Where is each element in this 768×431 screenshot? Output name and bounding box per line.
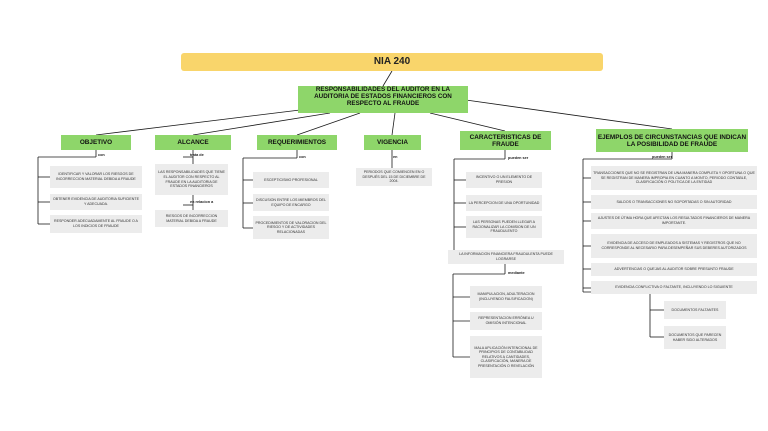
info-financiera-box: LA INFORMACION FINANCIERA FRAUDULENTA PU… xyxy=(448,250,564,264)
category-caracteristicas: CARACTERISTICAS DE FRAUDE xyxy=(460,131,551,150)
map-title: NIA 240 xyxy=(181,53,603,71)
requerimientos-item: ESCEPTICISMO PROFESIONAL xyxy=(253,172,329,188)
connector-label-mediante: mediante xyxy=(508,271,525,275)
caracteristicas-item: INCENTIVO O UN ELEMENTO DE PRESION xyxy=(466,172,542,188)
map-subtitle: RESPONSABILIDADES DEL AUDITOR EN LA AUDI… xyxy=(298,86,468,113)
evidencia-item: DOCUMENTOS QUE PARECEN HABER SIDO ALTERA… xyxy=(664,326,726,349)
connector-label-con: con xyxy=(299,155,306,159)
ejemplos-item: TRANSACCIONES QUE NO SE REGISTRAN DE UNA… xyxy=(591,166,757,190)
mediante-item: MALA APLICACIÓN INTENCIONAL DE PRINCIPIO… xyxy=(470,336,542,378)
connector-label-pueden-ser: pueden ser xyxy=(652,155,673,159)
category-alcance: ALCANCE xyxy=(155,135,231,150)
ejemplos-item: SALDOS O TRANSACCIONES NO SOPORTADAS O S… xyxy=(591,195,757,209)
connector-label-en-relacion-a: en relacion a xyxy=(190,200,214,204)
objetivo-item: OBTENER EVIDENCIA DE AUDITORIA SUFICIENT… xyxy=(50,194,142,210)
requerimientos-item: PROCEDIMIENTOS DE VALORACION DEL RIESGO … xyxy=(253,216,329,239)
evidencia-item: DOCUMENTOS FALTANTES xyxy=(664,301,726,319)
category-objetivo: OBJETIVO xyxy=(61,135,131,150)
category-ejemplos: EJEMPLOS DE CIRCUNSTANCIAS QUE INDICAN L… xyxy=(596,129,748,152)
ejemplos-item: AJUSTES DE ÚTIMA HORA QUE AFECTAN LOS RE… xyxy=(591,213,757,229)
ejemplos-item: EVIDENCIA CONFLICTIVA O FALTANTE, INCLUY… xyxy=(591,281,757,294)
mediante-item: REPRESENTACION ERRÓNEA U OMISIÓN INTENCI… xyxy=(470,312,542,330)
objetivo-item: IDENTIFICAR Y VALORAR LOS RIESGOS DE INC… xyxy=(50,166,142,188)
mediante-item: MANIPULACION, ADULTERACION (INCLUYENDO F… xyxy=(470,286,542,308)
connector-label-en: en xyxy=(393,155,398,159)
caracteristicas-item: LAS PERSONAS PUEDEN LLEGAR A RACIONALIZA… xyxy=(466,216,542,238)
alcance-item: LAS RESPONSABILIDADES QUE TIENE EL AUDIT… xyxy=(155,164,228,195)
connector-label-pueden-ser: pueden ser xyxy=(508,156,529,160)
objetivo-item: RESPONDER ADECUADAMENTE AL FRAUDE O A LO… xyxy=(50,215,142,233)
caracteristicas-item: LA PERCEPCION DE UNA OPORTUNIDAD xyxy=(466,195,542,211)
ejemplos-item: ADVERTENCIAS O QUEJAS AL AUDITOR SOBRE P… xyxy=(591,263,757,276)
connector-label-con: con xyxy=(98,153,105,157)
ejemplos-item: EVIDENCIA DE ACCESO DE EMPLEADOS A SISTE… xyxy=(591,234,757,258)
category-vigencia: VIGENCIA xyxy=(364,135,421,150)
requerimientos-item: DISCUSION ENTRE LOS MIEMBROS DEL EQUIPO … xyxy=(253,194,329,211)
vigencia-item: PERIODOS QUE COMIENCEN EN O DESPUÉS DEL … xyxy=(356,168,432,186)
category-requerimientos: REQUERIMIENTOS xyxy=(257,135,337,150)
alcance-item: RIESGOS DE INCORRECCION MATERIAL DEBIDA … xyxy=(155,210,228,227)
connector-label-trata-de: trata de xyxy=(190,153,204,157)
